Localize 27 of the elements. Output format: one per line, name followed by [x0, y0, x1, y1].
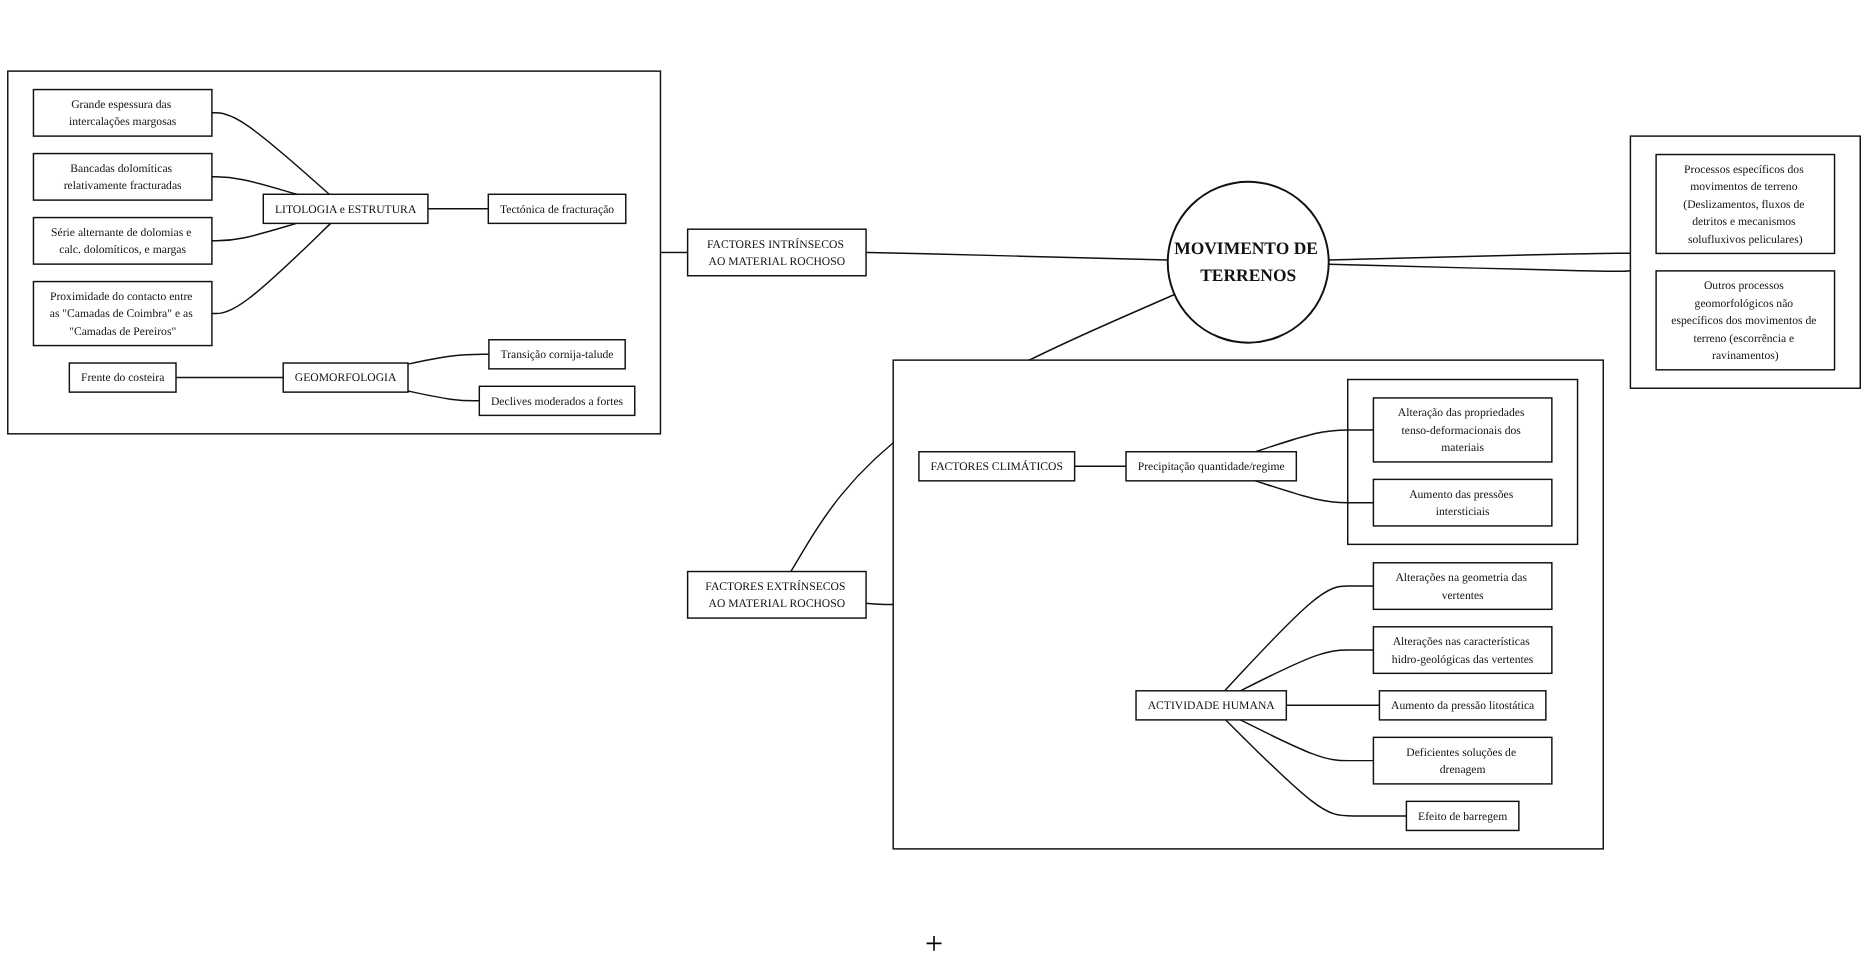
- connector: [659, 251, 689, 254]
- connector: [865, 602, 894, 606]
- connector: [1328, 252, 1632, 261]
- connector: [865, 251, 1169, 261]
- connector: [1239, 649, 1375, 692]
- connector: [1254, 429, 1375, 453]
- cluster: [7, 70, 662, 435]
- node-circle: MOVIMENTO DE TERRENOS: [1166, 180, 1330, 344]
- connector: [1223, 585, 1375, 692]
- connector: [211, 112, 330, 195]
- connector: [175, 376, 284, 379]
- connector: [1254, 480, 1375, 504]
- connector: [1225, 719, 1408, 817]
- connector: [427, 208, 490, 210]
- connector: [407, 390, 481, 402]
- connector: [211, 176, 298, 195]
- connector: [1073, 465, 1127, 468]
- plus-sign: +: [924, 928, 944, 962]
- cluster: [1347, 378, 1579, 546]
- cluster: [1629, 135, 1861, 389]
- connector: [1328, 263, 1632, 272]
- connector: [1285, 704, 1381, 707]
- connector: [407, 353, 490, 365]
- cluster: [892, 359, 1604, 850]
- connector: [211, 222, 332, 315]
- connector: [211, 222, 298, 242]
- connector: [1239, 719, 1375, 762]
